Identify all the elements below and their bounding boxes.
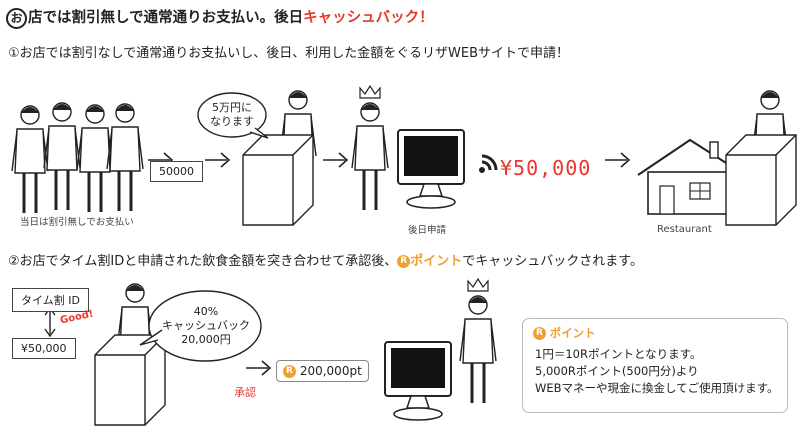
page-title: お店では割引無しで通常通りお支払い。後日キャッシュバック！ (6, 6, 434, 29)
info-title: ポイント (549, 326, 596, 340)
step2-point-label: ポイント (410, 254, 463, 269)
speech-bubble-row2 (139, 290, 262, 362)
bubble-row1-line2: なります (210, 115, 254, 128)
bubble-row2-text: 40% キャッシュバック 20,000円 (158, 305, 254, 347)
point-badge-icon: R (397, 255, 411, 268)
customer-crown-icon (352, 86, 388, 210)
info-line-1: 1円＝10Rポイントとなります。 (535, 347, 702, 361)
title-text: 店では割引無しで通常通りお支払い。後日 (28, 10, 304, 26)
bubble-row2-line1: 40% (193, 305, 219, 318)
points-value: 200,000pt (299, 364, 362, 378)
point-badge-icon: R (533, 327, 546, 340)
monitor-caption: 後日申請 (408, 225, 447, 236)
bubble-row2-line3: 20,000円 (181, 333, 231, 346)
title-highlight: キャッシュバック！ (303, 10, 434, 26)
point-info-box: R ポイント 1円＝10Rポイントとなります。 5,000Rポイント(500円分… (522, 318, 788, 413)
computer-monitor-icon (397, 129, 465, 209)
amount-card: ¥50,000 (12, 338, 76, 359)
time-id-card: タイム割 ID (12, 288, 89, 312)
step2-before: ②お店でタイム割IDと申請された飲食金額を突き合わせて承認後、 (8, 254, 398, 269)
title-mark: お (6, 8, 27, 29)
good-check-arrow-icon (44, 306, 56, 338)
computer-monitor-icon (384, 341, 452, 421)
info-lines: 1円＝10Rポイントとなります。 5,000Rポイント(500円分)より WEB… (535, 346, 787, 397)
bubble-row2-line2: キャッシュバック (162, 319, 250, 332)
points-pill: R 200,000pt (276, 360, 369, 382)
wifi-signal-icon (479, 154, 498, 173)
point-badge-icon: R (283, 365, 296, 378)
amount-note: 50000 (150, 161, 203, 182)
lcd-amount: ¥50,000 (500, 156, 592, 180)
step1-description: ①お店では割引なしで通常通りお支払いし、後日、利用した金額をぐるリザWEBサイト… (8, 46, 569, 61)
approve-label: 承認 (234, 386, 256, 399)
restaurant-cashier-icon (725, 89, 797, 226)
bubble-row1-line1: 5万円に (212, 101, 252, 114)
speech-bubble-row1 (197, 92, 269, 139)
customers-group-icon (10, 101, 145, 215)
info-line-2: 5,000Rポイント(500円分)より (535, 364, 699, 378)
restaurant-caption: Restaurant (657, 224, 712, 235)
step2-after: でキャッシュバックされます。 (462, 254, 643, 269)
info-line-3: WEBマネーや現金に換金してご使用頂けます。 (535, 381, 779, 395)
customer-crown-icon (460, 279, 496, 403)
cashier-icon (94, 282, 166, 426)
info-title-row: R ポイント (533, 325, 787, 342)
customers-caption: 当日は割引無しでお支払い (20, 217, 134, 228)
bubble-row1-text: 5万円に なります (202, 101, 262, 129)
